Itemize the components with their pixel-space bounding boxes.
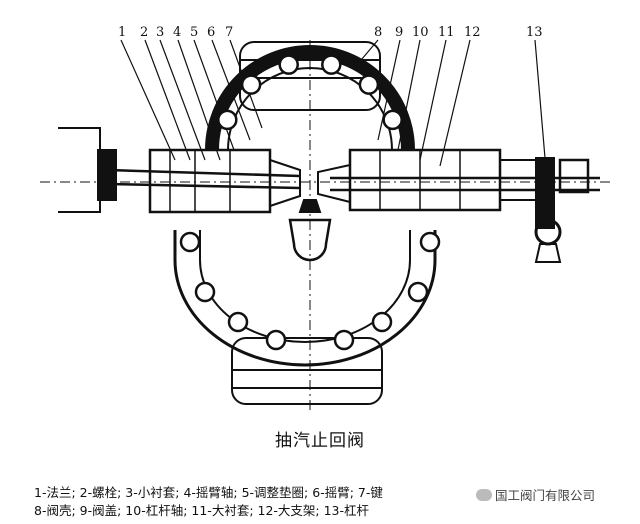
bolt-11 <box>371 311 393 333</box>
bolt-8 <box>194 281 216 303</box>
figure-title: 抽汽止回阀 <box>275 431 365 451</box>
callout-2: 2 <box>140 25 148 40</box>
callout-9: 9 <box>395 25 403 40</box>
bolt-1 <box>240 74 262 95</box>
cover-flange <box>205 45 415 151</box>
callout-11: 11 <box>438 25 455 40</box>
left-housing <box>148 148 272 214</box>
legend-line-2: 8-阀壳; 9-阀盖; 10-杠杆轴; 11-大衬套; 12-大支架; 13-杠… <box>34 503 370 518</box>
callout-12: 12 <box>464 25 481 40</box>
bolt-4 <box>358 74 380 95</box>
callout-3: 3 <box>156 25 164 40</box>
legend-line-1: 1-法兰; 2-螺栓; 3-小衬套; 4-摇臂轴; 5-调整垫圈; 6-摇臂; … <box>34 485 383 500</box>
callout-labels: 1 2 3 4 5 6 7 8 9 10 11 12 13 <box>118 25 543 40</box>
bolt-12 <box>265 329 287 351</box>
bolt-7 <box>419 231 441 253</box>
callout-1: 1 <box>118 25 126 40</box>
callout-5: 5 <box>190 25 198 40</box>
callout-10: 10 <box>412 25 429 40</box>
body-flange <box>173 230 437 367</box>
callout-7: 7 <box>225 25 233 40</box>
wechat-icon <box>476 489 492 501</box>
watermark: 国工阀门有限公司 <box>474 485 598 504</box>
callout-6: 6 <box>207 25 215 40</box>
bolt-13 <box>333 329 355 351</box>
bolt-10 <box>227 311 249 333</box>
bolt-0 <box>217 109 238 131</box>
bolt-9 <box>407 281 429 303</box>
bolt-5 <box>382 109 403 131</box>
right-housing <box>348 148 502 212</box>
disc-hinge <box>288 218 332 262</box>
bolt-3 <box>321 54 342 75</box>
callout-13: 13 <box>526 25 543 40</box>
bolt-2 <box>278 54 299 75</box>
watermark-text: 国工阀门有限公司 <box>495 488 596 503</box>
callout-8: 8 <box>374 25 382 40</box>
flange-bolts <box>179 54 441 351</box>
lever <box>535 157 555 229</box>
callout-4: 4 <box>173 25 181 40</box>
bolt-6 <box>179 231 201 253</box>
